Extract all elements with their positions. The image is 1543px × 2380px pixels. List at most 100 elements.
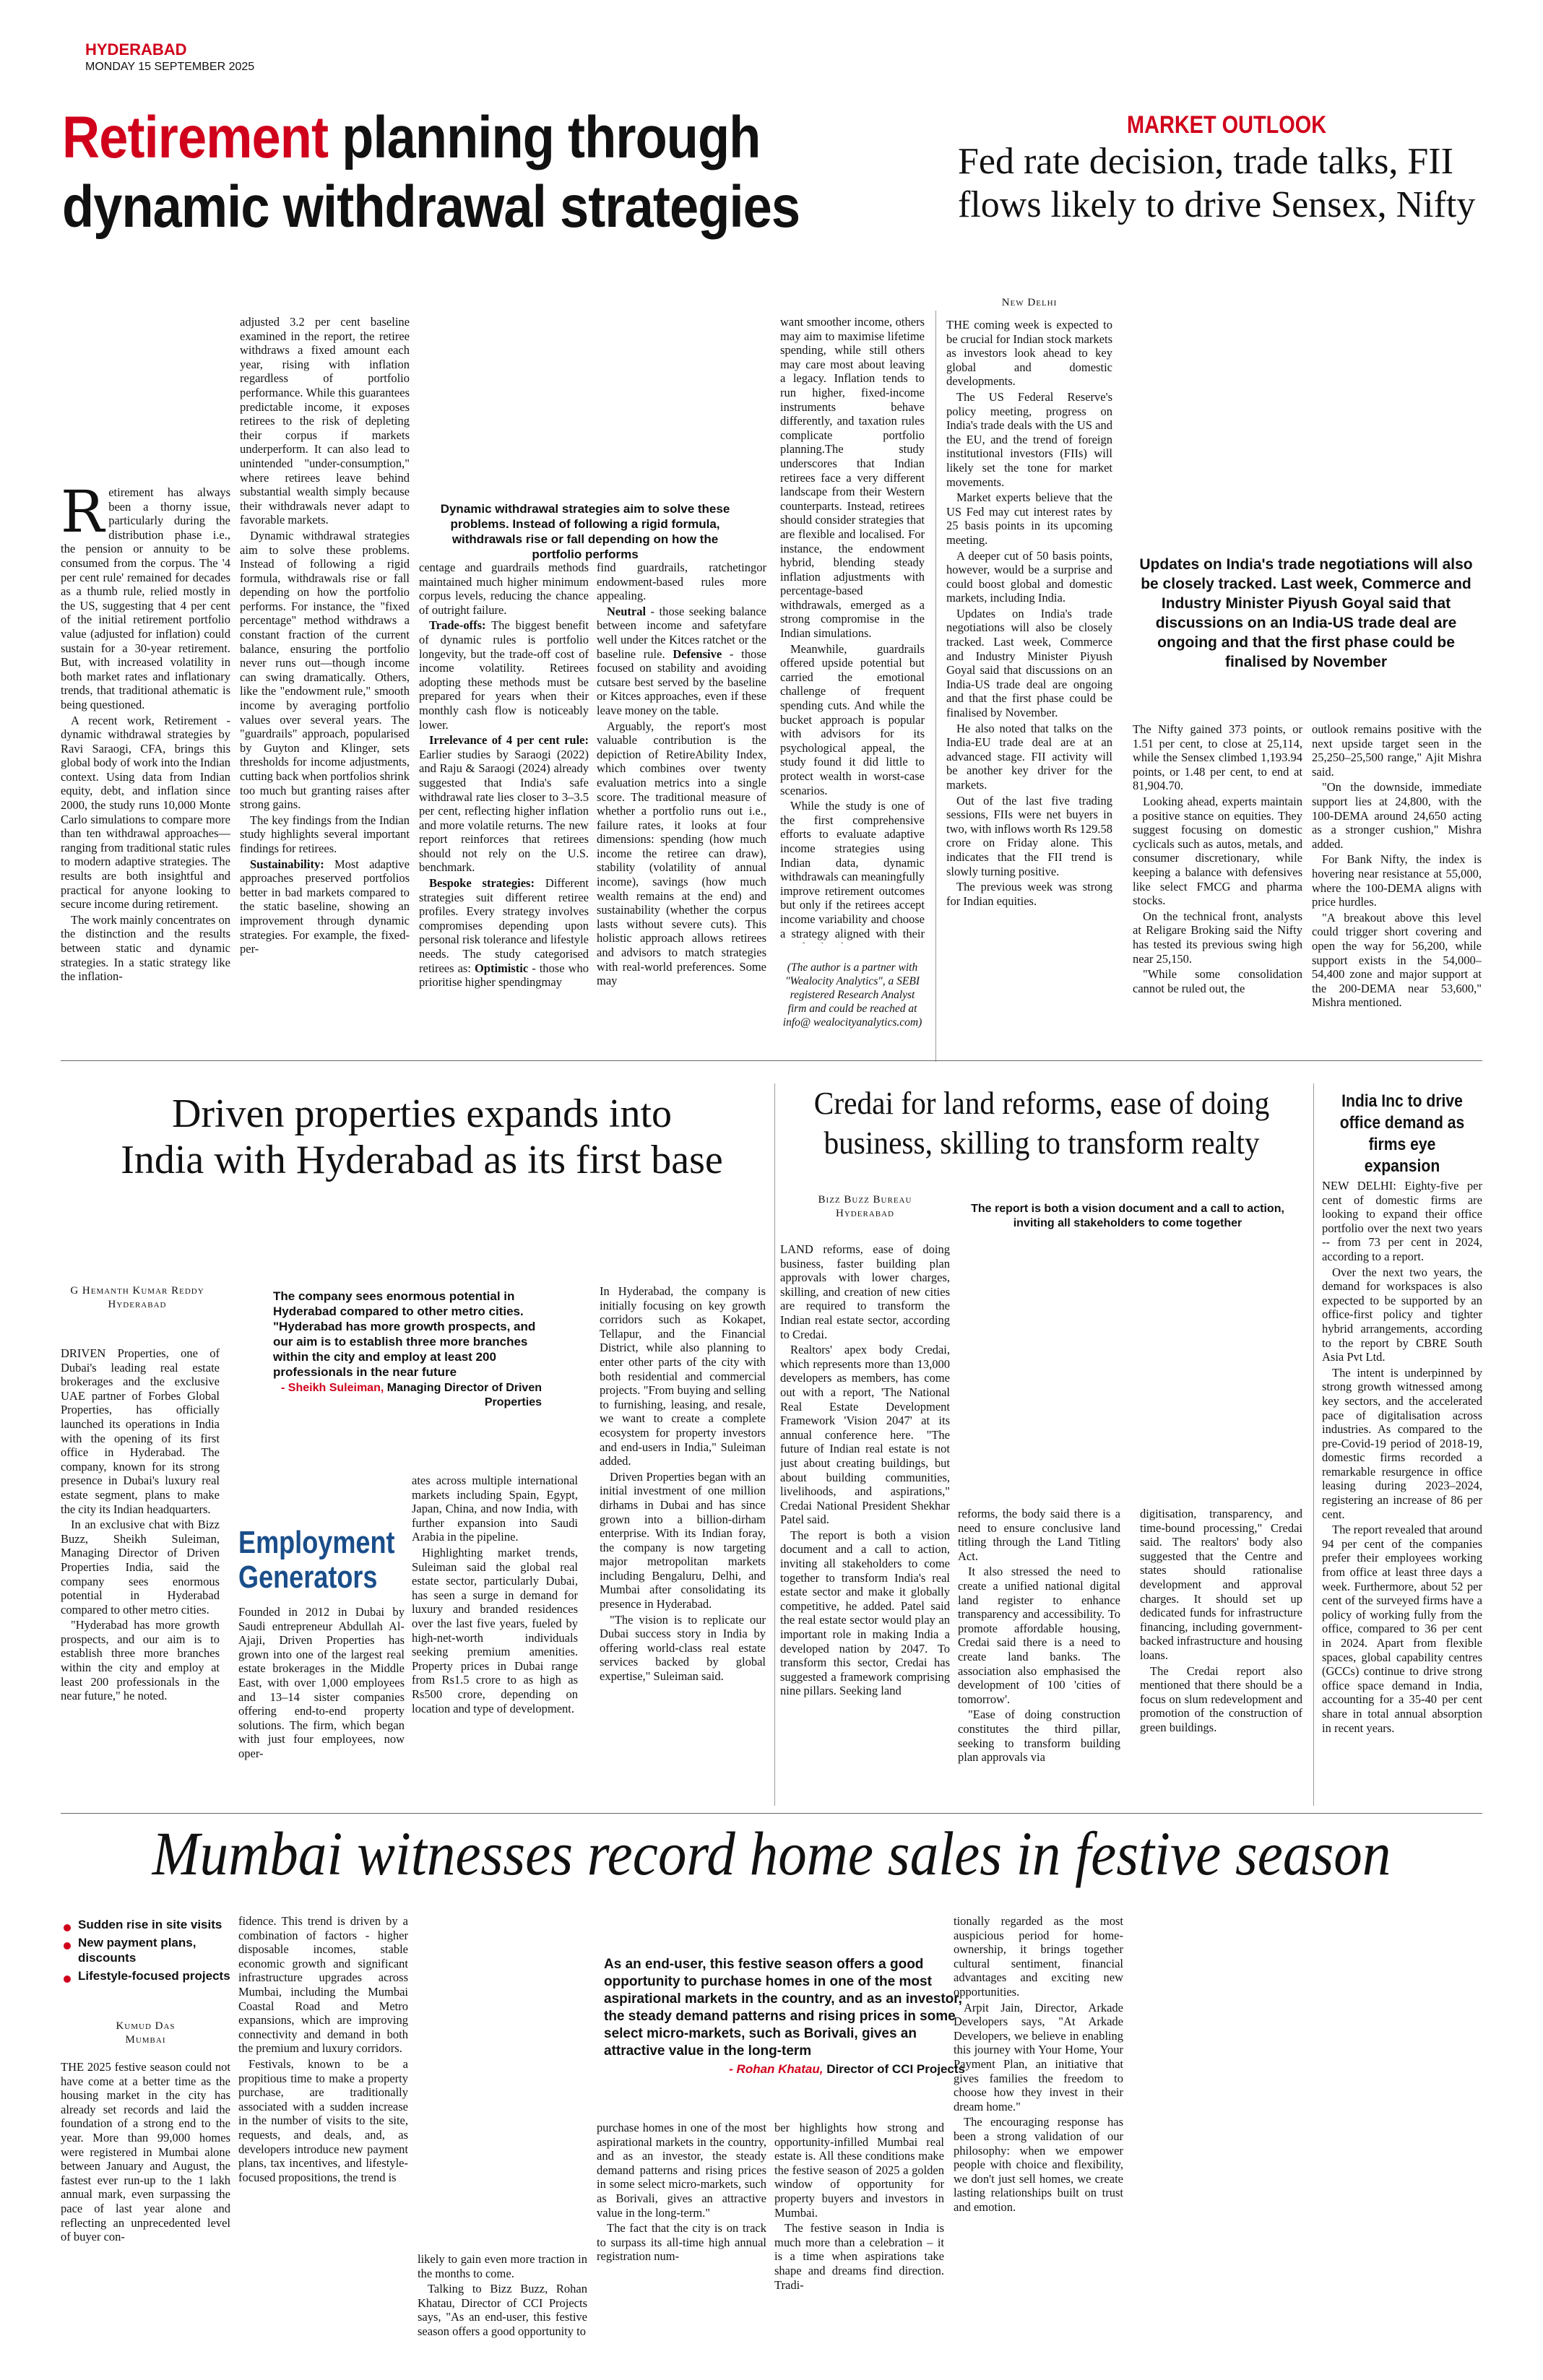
paragraph: The Nifty gained 373 points, or 1.51 per… (1133, 722, 1302, 793)
paragraph: etirement has always been a thorny issue… (61, 485, 230, 711)
market-dateline: New Delhi (1001, 297, 1058, 308)
paragraph: Bespoke strategies: Different strategies… (419, 876, 589, 990)
paragraph: likely to gain even more traction in the… (418, 2252, 587, 2280)
market-col-1: THE coming week is expected to be crucia… (946, 318, 1112, 1040)
paragraph: A deeper cut of 50 basis points, however… (946, 548, 1112, 605)
paragraph: Trade-offs: The biggest benefit of dynam… (419, 618, 589, 732)
driven-headline-line2: India with Hyderabad as its first base (121, 1138, 723, 1182)
credai-col-2: reforms, the body said there is a need t… (958, 1507, 1120, 1806)
paragraph: Over the next two years, the demand for … (1322, 1265, 1482, 1364)
paragraph: The intent is underpinned by strong grow… (1322, 1365, 1482, 1521)
paragraph: "A breakout above this level could trigg… (1312, 910, 1482, 1010)
paragraph: Looking ahead, experts maintain a positi… (1133, 794, 1302, 908)
retirement-col-1-text: etirement has always been a thorny issue… (61, 485, 230, 984)
retirement-col-2: adjusted 3.2 per cent baseline examined … (240, 315, 410, 1037)
paragraph: The fact that the city is on track to su… (597, 2221, 766, 2264)
driven-col-2: Founded in 2012 in Dubai by Saudi entrep… (238, 1605, 405, 1800)
paragraph: ber highlights how strong and opportunit… (774, 2121, 944, 2220)
paragraph: ates across multiple international marke… (412, 1474, 578, 1544)
paragraph: Arguably, the report's most valuable con… (597, 719, 766, 988)
driven-col-3: ates across multiple international marke… (412, 1474, 578, 1799)
paragraph: Irrelevance of 4 per cent rule: Earlier … (419, 733, 589, 875)
credai-byline: Bizz Buzz Bureau Hyderabad (780, 1193, 950, 1221)
driven-quote-attrib: - Sheikh Suleiman, Managing Director of … (238, 1381, 542, 1410)
paragraph: digitisation, transparency, and time-bou… (1140, 1507, 1302, 1662)
retirement-col-5: want smoother income, others may aim to … (780, 315, 925, 943)
paragraph: The US Federal Reserve's policy meeting,… (946, 389, 1112, 489)
paragraph: He also noted that talks on the India-EU… (946, 721, 1112, 792)
paragraph: While the study is one of the first comp… (780, 799, 925, 943)
paragraph: It also stressed the need to create a un… (958, 1565, 1120, 1706)
paragraph: fidence. This trend is driven by a combi… (238, 1914, 408, 2056)
paragraph: The work mainly concentrates on the dist… (61, 912, 230, 984)
paragraph: "While some consolidation cannot be rule… (1133, 967, 1302, 995)
paragraph: In Hyderabad, the company is initially f… (600, 1284, 766, 1468)
market-kicker: MARKET OUTLOOK (1127, 111, 1327, 139)
market-headline: Fed rate decision, trade talks, FII flow… (958, 140, 1507, 227)
credai-byline-place: Hyderabad (836, 1208, 894, 1219)
credai-col-3: digitisation, transparency, and time-bou… (1140, 1507, 1302, 1806)
driven-quote-attrib-name: - Sheikh Suleiman, (281, 1382, 384, 1394)
retirement-headline: Retirement planning through dynamic with… (62, 103, 825, 242)
market-col-3: outlook remains positive with the next u… (1312, 722, 1482, 1040)
paragraph: Sustainability: Most adaptive approaches… (240, 857, 410, 956)
mumbai-byline: Kumud Das Mumbai (61, 2020, 230, 2047)
mumbai-quote-text: As an end-user, this festive season offe… (604, 1957, 962, 2059)
driven-byline-place: Hyderabad (108, 1299, 167, 1310)
office-col-1: NEW DELHI: Eighty-five per cent of domes… (1322, 1179, 1482, 1807)
paragraph: reforms, the body said there is a need t… (958, 1507, 1120, 1563)
paragraph: Meanwhile, guardrails offered upside pot… (780, 641, 925, 797)
driven-col-4: In Hyderabad, the company is initially f… (600, 1284, 766, 1799)
retirement-pull-quote: Dynamic withdrawal strategies aim to sol… (440, 502, 730, 561)
credai-headline: Credai for land reforms, ease of doing b… (798, 1083, 1287, 1163)
retirement-author-note: (The author is a partner with "Wealocity… (782, 961, 922, 1029)
paragraph: The Credai report also mentioned that th… (1140, 1663, 1302, 1734)
edition-city: HYDERABAD (85, 40, 187, 59)
paragraph: LAND reforms, ease of doing business, fa… (780, 1242, 950, 1341)
paragraph: NEW DELHI: Eighty-five per cent of domes… (1322, 1179, 1482, 1263)
mumbai-col-6: tionally regarded as the most auspicious… (954, 1914, 1123, 2362)
market-headline-line2: flows likely to drive Sensex, Nifty (958, 184, 1476, 225)
driven-quote: The company sees enormous potential in H… (238, 1289, 542, 1410)
paragraph: Dynamic withdrawal strategies aim to sol… (240, 528, 410, 812)
driven-headline-line1: Driven properties expands into (171, 1091, 673, 1136)
office-headline-line2: office demand as (1339, 1113, 1465, 1133)
mumbai-col-2: fidence. This trend is driven by a combi… (238, 1914, 408, 2362)
paragraph: Festivals, known to be a propitious time… (238, 2056, 408, 2184)
mumbai-col-4: purchase homes in one of the most aspira… (597, 2121, 766, 2366)
retirement-col-4: find guardrails, ratchetingor endowment-… (597, 561, 766, 1037)
mumbai-col-5: ber highlights how strong and opportunit… (774, 2121, 944, 2366)
sidebar-line2: Generators (238, 1559, 378, 1595)
paragraph: outlook remains positive with the next u… (1312, 722, 1482, 779)
retirement-col-1: R etirement has always been a thorny iss… (61, 485, 230, 1034)
paragraph: want smoother income, others may aim to … (780, 315, 925, 641)
mumbai-quote-attrib: - Rohan Khatau, Director of CCI Projects (604, 2061, 965, 2077)
retirement-col-3: centage and guardrails methods maintaine… (419, 561, 589, 1037)
paragraph: Highlighting market trends, Suleiman sai… (412, 1545, 578, 1715)
paragraph: On the technical front, analysts at Reli… (1133, 909, 1302, 966)
credai-byline-name: Bizz Buzz Bureau (818, 1194, 912, 1206)
mumbai-quote-attrib-title: Director of CCI Projects (826, 2062, 965, 2076)
paragraph: Founded in 2012 in Dubai by Saudi entrep… (238, 1605, 405, 1760)
paragraph: purchase homes in one of the most aspira… (597, 2121, 766, 2220)
driven-quote-attrib-title: Managing Director of Driven Properties (386, 1382, 542, 1408)
paragraph: The previous week was strong for Indian … (946, 880, 1112, 908)
paragraph: Driven Properties began with an initial … (600, 1469, 766, 1611)
mumbai-quote: As an end-user, this festive season offe… (604, 1956, 965, 2077)
paragraph: For Bank Nifty, the index is hovering ne… (1312, 852, 1482, 909)
headline-red-word: Retirement (62, 105, 329, 170)
paragraph: tionally regarded as the most auspicious… (954, 1914, 1123, 1999)
paragraph: Market experts believe that the US Fed m… (946, 490, 1112, 547)
mumbai-col-3: likely to gain even more traction in the… (418, 2252, 587, 2360)
sidebar-line1: Employment (238, 1525, 395, 1560)
paragraph: In an exclusive chat with Bizz Buzz, She… (61, 1518, 220, 1617)
market-col-2: The Nifty gained 373 points, or 1.51 per… (1133, 722, 1302, 1040)
paragraph: "The vision is to replicate our Dubai su… (600, 1612, 766, 1684)
driven-quote-text: The company sees enormous potential in H… (273, 1289, 536, 1379)
headline-rest: planning through (328, 105, 761, 170)
paragraph: Talking to Bizz Buzz, Rohan Khatau, Dire… (418, 2282, 587, 2338)
market-pull-quote: Updates on India's trade negotiations wi… (1139, 556, 1473, 670)
paragraph: Realtors' apex body Credai, which repres… (780, 1343, 950, 1527)
driven-byline-name: G Hemanth Kumar Reddy (70, 1285, 204, 1297)
credai-col-1: LAND reforms, ease of doing business, fa… (780, 1242, 950, 1806)
